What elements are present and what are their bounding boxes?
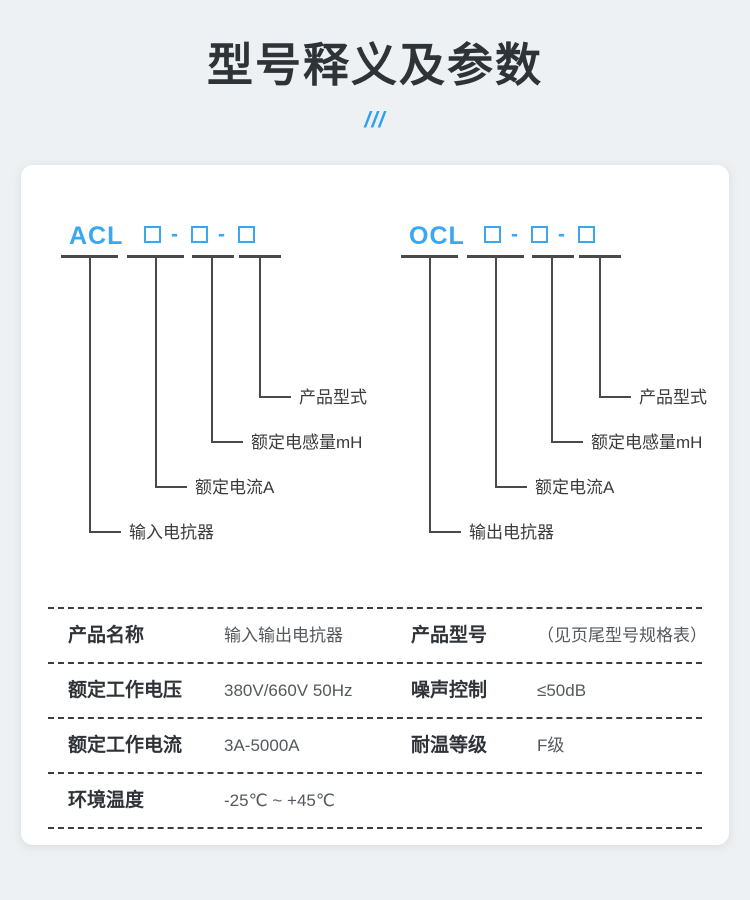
leader-label-inductance: 额定电感量mH: [591, 433, 703, 452]
underline-segment-1: [61, 255, 118, 258]
leader-line-inductance: [211, 257, 213, 443]
model-prefix-label: ACL: [69, 222, 124, 250]
leader-elbow-current: [495, 486, 527, 488]
row-value-right: F级: [537, 736, 565, 755]
content-card: ACL - - 产品型式 额定电感量mH 额定电流A 输入电抗器 OCL -: [21, 165, 729, 845]
leader-label-inductance: 额定电感量mH: [251, 433, 363, 452]
leader-line-current: [495, 257, 497, 488]
placeholder-dash-2: -: [558, 223, 565, 246]
page-title: 型号释义及参数: [207, 39, 543, 91]
table-row: 产品名称 输入输出电抗器 产品型号 （见页尾型号规格表）: [48, 609, 707, 662]
underline-segment-3: [192, 255, 234, 258]
leader-line-current: [155, 257, 157, 488]
row-value-left: 3A-5000A: [224, 736, 300, 755]
leader-label-product-type: 产品型式: [299, 388, 367, 407]
model-prefix-label: OCL: [409, 222, 465, 250]
placeholder-box-2: [191, 226, 208, 243]
table-row: 环境温度 -25℃ ~ +45℃: [48, 774, 702, 827]
leader-elbow-reactor-type: [89, 531, 121, 533]
row-value-right: ≤50dB: [537, 681, 587, 700]
row-label-left: 额定工作电流: [68, 735, 183, 756]
table-rule: [48, 717, 702, 719]
table-row: 额定工作电压 380V/660V 50Hz 噪声控制 ≤50dB: [48, 664, 702, 717]
leader-line-reactor-type: [89, 257, 91, 533]
placeholder-box-1: [484, 226, 501, 243]
row-value-left: 输入输出电抗器: [224, 626, 343, 645]
leader-line-reactor-type: [429, 257, 431, 533]
underline-segment-3: [532, 255, 574, 258]
table-rule: [48, 772, 702, 774]
leader-elbow-product-type: [259, 396, 291, 398]
model-code-ocl: OCL - -: [371, 220, 711, 254]
table-rule: [48, 607, 702, 609]
model-diagram-acl: ACL - - 产品型式 额定电感量mH 额定电流A 输入电抗器: [31, 165, 371, 565]
row-value-left: 380V/660V 50Hz: [224, 681, 353, 700]
placeholder-dash-1: -: [171, 223, 178, 246]
leader-elbow-reactor-type: [429, 531, 461, 533]
leader-label-reactor-type: 输入电抗器: [129, 523, 214, 542]
placeholder-box-3: [578, 226, 595, 243]
leader-label-reactor-type: 输出电抗器: [469, 523, 554, 542]
placeholder-box-3: [238, 226, 255, 243]
page-header: 型号释义及参数 ///: [0, 0, 750, 165]
leader-line-inductance: [551, 257, 553, 443]
placeholder-dash-2: -: [218, 223, 225, 246]
placeholder-box-1: [144, 226, 161, 243]
underline-segment-4: [239, 255, 281, 258]
row-label-left: 产品名称: [68, 625, 145, 646]
table-rule: [48, 827, 702, 829]
slash-decoration-icon: ///: [364, 107, 386, 132]
spec-table: 产品名称 输入输出电抗器 产品型号 （见页尾型号规格表） 额定工作电压 380V…: [48, 607, 707, 829]
leader-elbow-current: [155, 486, 187, 488]
row-label-left: 额定工作电压: [68, 680, 183, 701]
model-code-acl: ACL - -: [31, 220, 371, 254]
row-label-right: 噪声控制: [411, 680, 488, 701]
model-diagram-ocl: OCL - - 产品型式 额定电感量mH 额定电流A 输出电抗器: [371, 165, 711, 565]
leader-label-current: 额定电流A: [195, 478, 275, 497]
table-rule: [48, 662, 702, 664]
underline-segment-2: [467, 255, 524, 258]
leader-line-product-type: [599, 257, 601, 398]
underline-segment-1: [401, 255, 458, 258]
leader-elbow-inductance: [551, 441, 583, 443]
leader-elbow-inductance: [211, 441, 243, 443]
row-label-right: 产品型号: [411, 625, 488, 646]
leader-label-current: 额定电流A: [535, 478, 615, 497]
placeholder-dash-1: -: [511, 223, 518, 246]
placeholder-box-2: [531, 226, 548, 243]
row-label-left: 环境温度: [68, 790, 145, 811]
row-label-right: 耐温等级: [411, 735, 488, 756]
leader-elbow-product-type: [599, 396, 631, 398]
underline-segment-4: [579, 255, 621, 258]
row-value-left: -25℃ ~ +45℃: [224, 791, 335, 810]
table-row: 额定工作电流 3A-5000A 耐温等级 F级: [48, 719, 702, 772]
leader-label-product-type: 产品型式: [639, 388, 707, 407]
leader-line-product-type: [259, 257, 261, 398]
row-value-right: （见页尾型号规格表）: [537, 626, 707, 645]
underline-segment-2: [127, 255, 184, 258]
